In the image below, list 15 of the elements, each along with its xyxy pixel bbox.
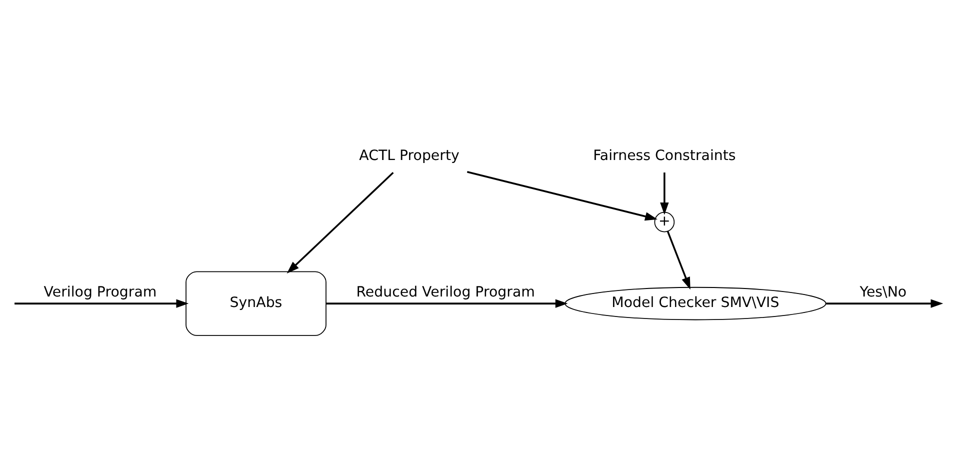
node-ellipse: Model Checker SMV\VIS (564, 286, 826, 320)
arrow (466, 171, 658, 221)
edge-label: Reduced Verilog Program (356, 284, 535, 300)
node-circle: + (654, 212, 675, 232)
edge-label: Verilog Program (44, 284, 157, 300)
node-text: Fairness Constraints (593, 148, 736, 164)
arrow (326, 299, 568, 308)
edge-label: Yes\No (860, 284, 907, 300)
arrow (666, 231, 690, 290)
node-text: ACTL Property (359, 148, 460, 164)
node-box: SynAbs (186, 271, 326, 336)
arrow (826, 299, 944, 308)
arrow (14, 299, 189, 308)
arrow (286, 172, 394, 274)
arrow (660, 172, 669, 215)
